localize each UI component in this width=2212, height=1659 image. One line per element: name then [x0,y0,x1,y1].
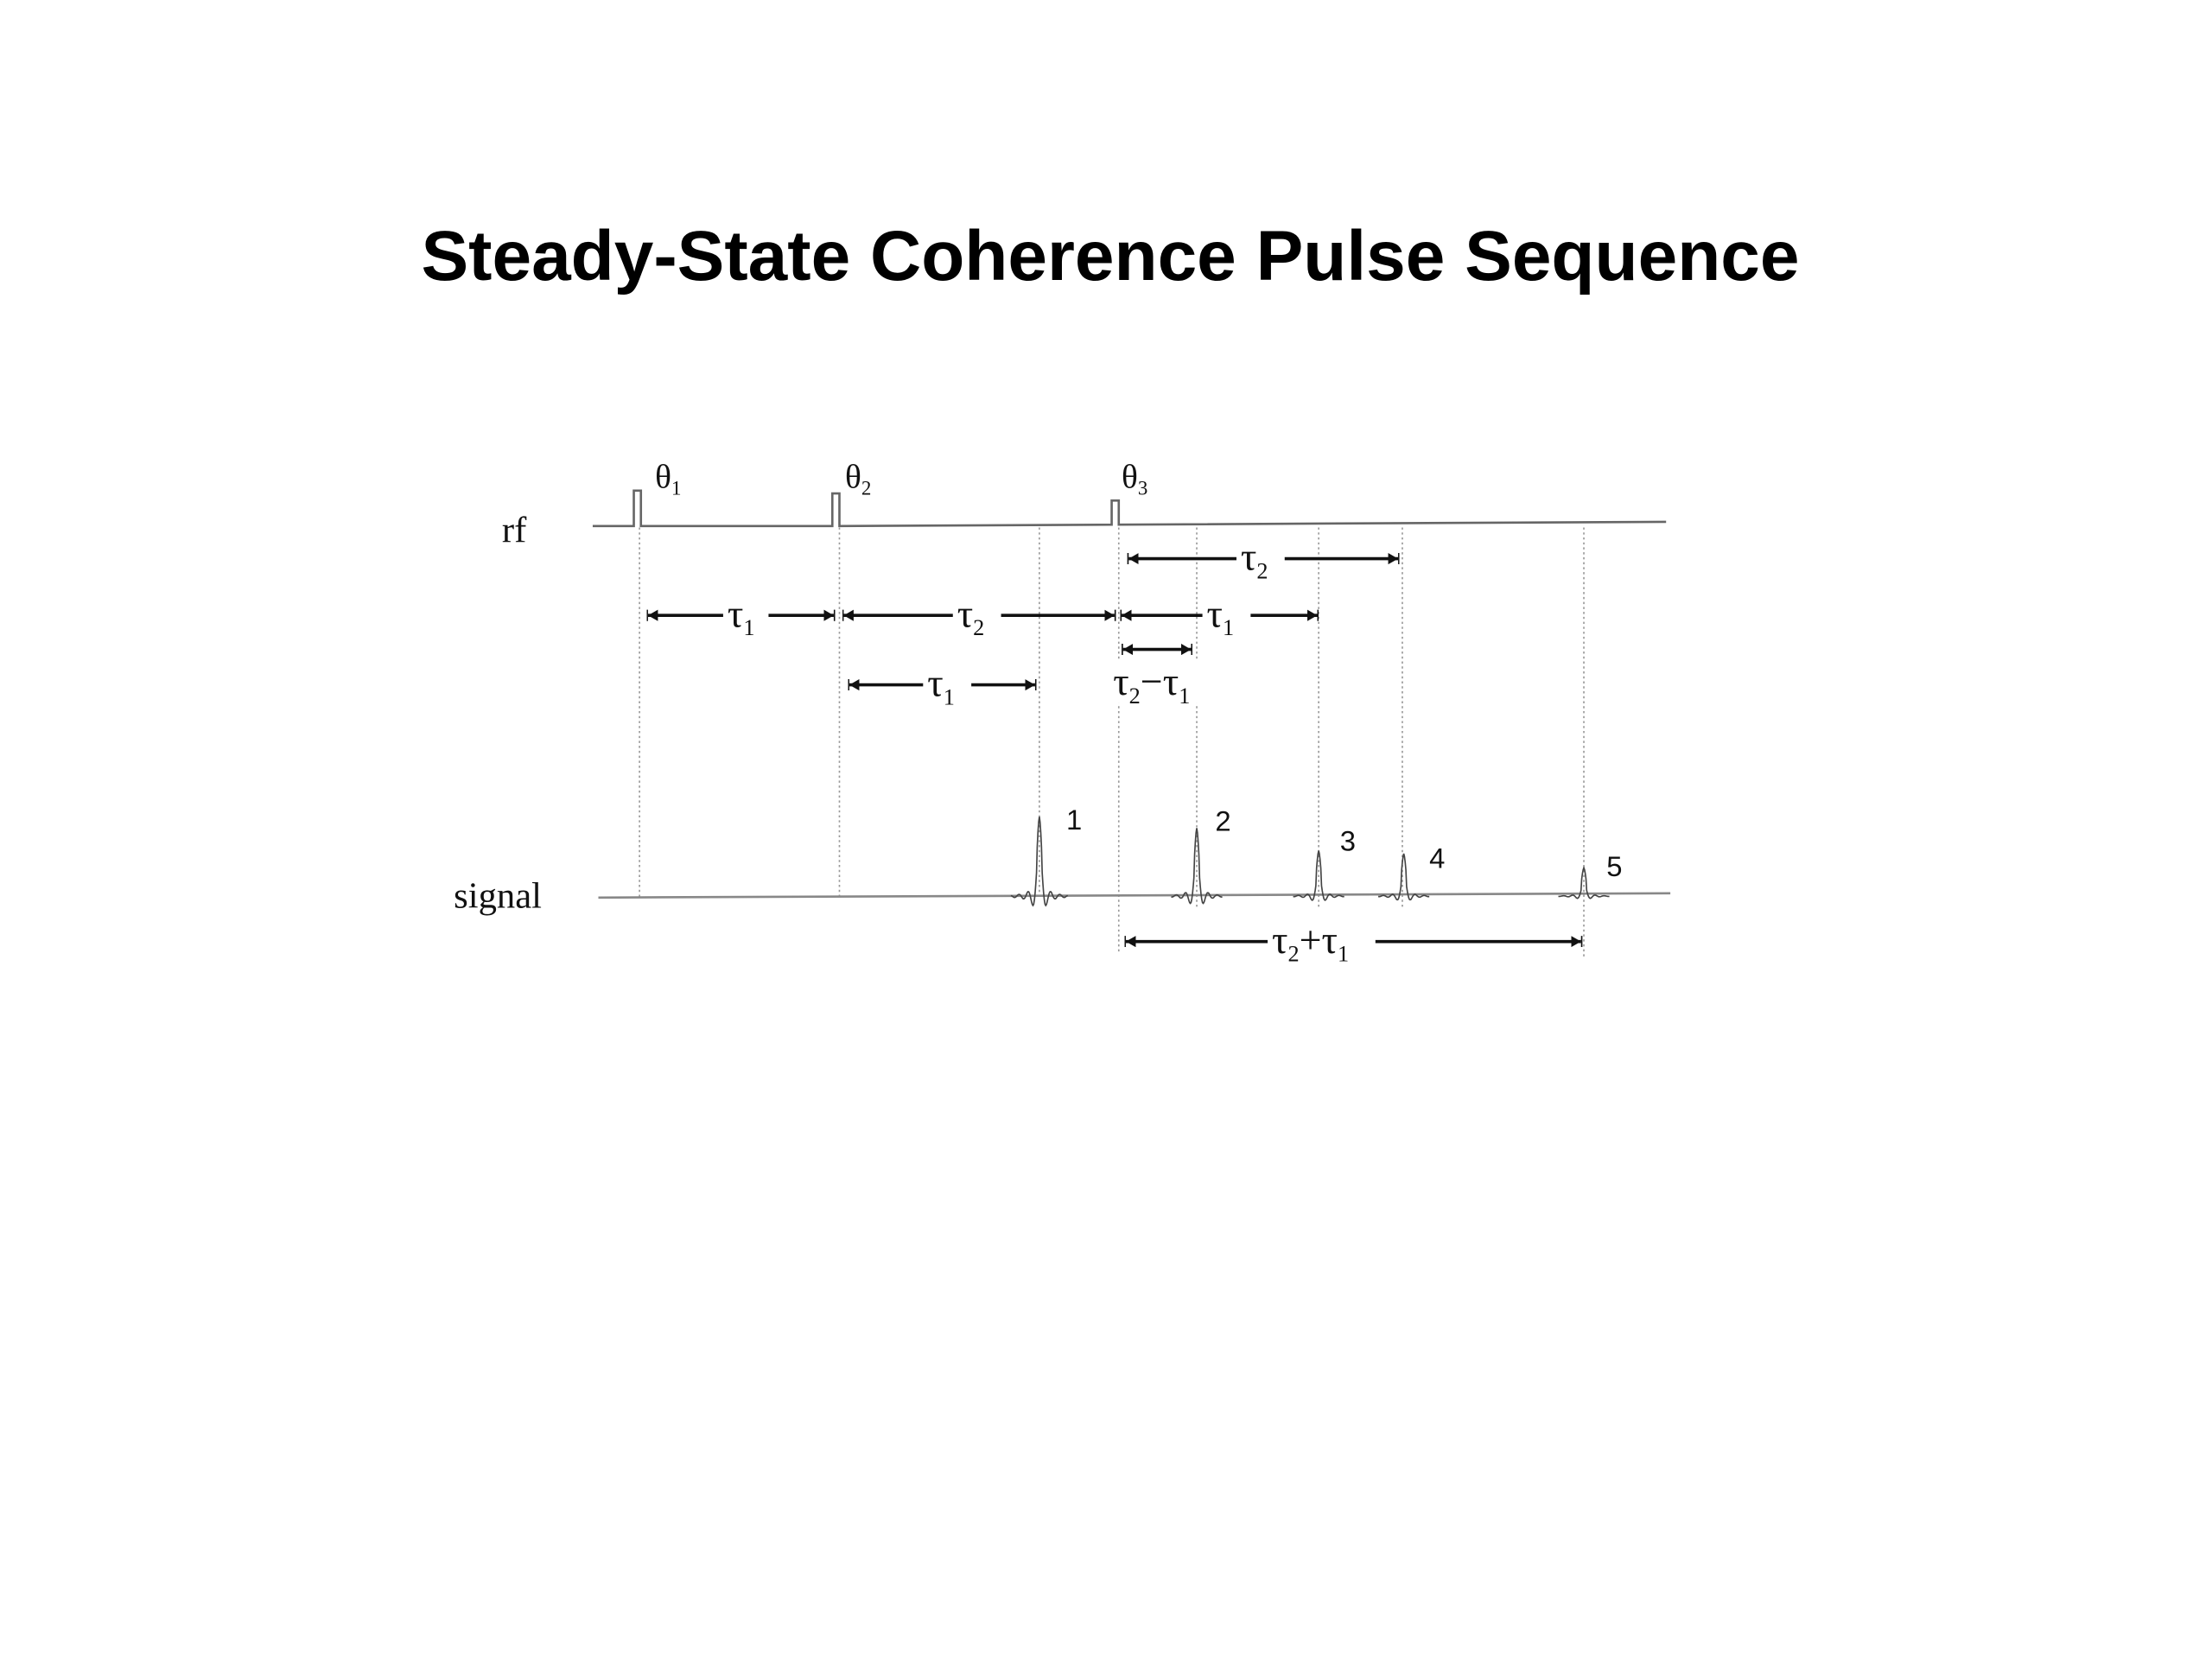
echo-label-2: 2 [1215,805,1230,837]
signal-baseline [598,892,1671,899]
interval-label-tau1-c: τ1 [927,661,955,710]
echo-5 [1558,865,1610,899]
echo-4 [1378,853,1430,901]
echo-signals: 1 2 3 4 5 [1010,804,1623,907]
interval-label-sum: τ2+τ1 [1272,918,1349,967]
echo-2 [1171,828,1223,905]
interval-label-tau1-a: τ1 [728,591,755,640]
slide-title: Steady-State Coherence Pulse Sequence [421,217,1800,296]
interval-label-tau2-a: τ2 [957,591,985,640]
pulse-label-theta3: θ3 [1122,458,1147,499]
echo-1 [1010,817,1069,907]
rf-baseline [592,489,1667,528]
echo-label-1: 1 [1066,804,1082,836]
echo-label-3: 3 [1340,825,1356,857]
pulse-label-theta1: θ1 [655,458,681,499]
echo-label-5: 5 [1606,850,1622,882]
pulse-label-theta2: θ2 [845,458,871,499]
signal-row-label: signal [454,875,542,916]
echo-3 [1293,850,1344,901]
interval-label-tau1-b: τ1 [1207,591,1235,640]
echo-label-4: 4 [1429,842,1445,874]
interval-label-tau2-b: τ2 [1241,535,1268,584]
rf-row-label: rf [502,510,527,550]
timing-guide-lines [639,527,1585,959]
interval-label-difference: τ2−τ1 [1113,659,1190,709]
